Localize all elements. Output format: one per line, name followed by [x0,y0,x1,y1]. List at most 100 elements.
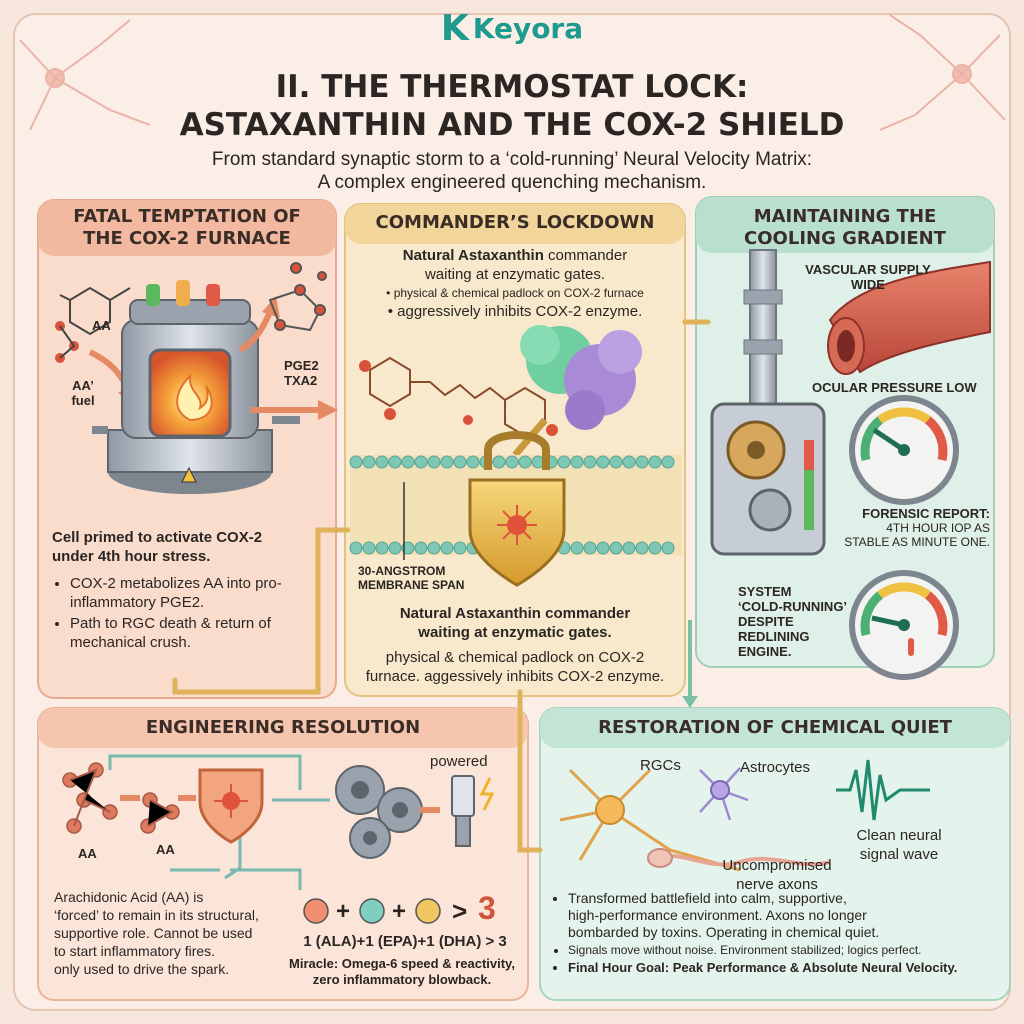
furnace-panel-title: FATAL TEMPTATION OF THE COX-2 FURNACE [38,206,336,250]
title-line-1: II. THE THERMOSTAT LOCK: [275,69,749,105]
membrane-line-1: 30-ANGSTROM [358,564,446,578]
ocular-label: OCULAR PRESSURE LOW [812,380,977,395]
lipid-head [518,455,532,469]
lipid-head [349,455,363,469]
lockdown-intro-line-2: waiting at enzymatic gates. [424,266,606,283]
lipid-head [661,541,675,555]
lipid-head [375,541,389,555]
mini-shield [198,768,264,844]
lockdown-panel-title: COMMANDER’S LOCKDOWN [375,212,655,233]
lipid-head [349,541,363,555]
resolution-desc-line-3: supportive role. Cannot be used [54,925,253,941]
membrane-span-label: 30-ANGSTROM MEMBRANE SPAN [358,564,478,592]
pge2-text: PGE2 [284,358,319,373]
system-line-5: ENGINE. [738,644,792,659]
system-line-4: REDLINING [738,629,810,644]
lockdown-intro-rest: commander [543,247,628,264]
cooling-panel-title: MAINTAINING THE COOLING GRADIENT [696,206,994,250]
lipid-head [609,541,623,555]
powered-label: powered [430,753,488,770]
lockdown-bottom-bold: Natural Astaxanthin commander waiting at… [355,604,675,642]
lipid-head [492,455,506,469]
furnace-title-line-2: THE COX-2 FURNACE [83,228,291,249]
plus-sign-2: + [392,898,407,925]
lipid-head [453,455,467,469]
resolution-desc-line-2: ‘forced’ to remain in its structural, [54,907,259,923]
pge2-molecule [268,262,327,332]
membrane-heads-top [349,455,675,469]
lipid-head [414,455,428,469]
lipid-head [557,455,571,469]
furnace-lead-line-1: Cell primed to activate COX-2 [52,529,263,546]
furnace-bullet-1: COX-2 metabolizes AA into pro-inflammato… [70,574,330,612]
lipid-head [401,541,415,555]
lipid-head [440,455,454,469]
lipid-head [427,541,441,555]
lipid-head [648,455,662,469]
furnace-lead: Cell primed to activate COX-2 under 4th … [52,528,330,566]
logo-name: Keyora [472,12,584,45]
lipid-head [583,541,597,555]
restoration-bullet-1-line-1: Transformed battlefield into calm, suppo… [568,890,847,906]
lockdown-bottom-bold-line-2: waiting at enzymatic gates. [418,624,612,641]
coolant-pipe [743,249,783,411]
clean-signal-line-2: signal wave [859,846,939,863]
gears [335,765,423,859]
aa-fuel-label: AA’ fuel [58,378,108,408]
cox2-furnace [92,280,300,494]
furnace-bullets: COX-2 metabolizes AA into pro-inflammato… [52,574,330,654]
lipid-head [440,541,454,555]
lipid-head [453,541,467,555]
resolution-desc-line-4: to start inflammatory fires. [54,943,216,959]
spark-plug [451,775,495,847]
aa-fuel-line-1: AA’ [72,378,94,393]
resolution-desc-line-1: Arachidonic Acid (AA) is [54,889,204,905]
restoration-bullet-1: Transformed battlefield into calm, suppo… [568,890,1018,941]
resolution-panel-title: ENGINEERING RESOLUTION [145,717,421,738]
lockdown-intro-bold: Natural Astaxanthin [402,247,544,264]
page-title: II. THE THERMOSTAT LOCK: ASTAXANTHIN AND… [0,68,1024,144]
lipid-head [427,455,441,469]
txa2-text: TXA2 [284,373,318,388]
omega-dots [303,898,441,924]
resolution-flow-lines [108,754,330,880]
restoration-bullet-1-line-3: bombarded by toxins. Operating in chemic… [568,924,880,940]
vascular-label: VASCULAR SUPPLY WIDE [788,262,948,292]
lipid-head [635,541,649,555]
title-line-2: ASTAXANTHIN AND THE COX-2 SHIELD [179,107,845,143]
aa-molecule-left [55,286,131,363]
lipid-head [466,455,480,469]
clean-signal-line-1: Clean neural [856,827,942,844]
lockdown-bottom-line-1: physical & chemical padlock on COX-2 [385,649,645,666]
lipid-head [622,455,636,469]
clean-signal-label: Clean neural signal wave [844,826,954,864]
restoration-bullet-1-line-2: high-performance environment. Axons no l… [568,907,867,923]
restoration-bullet-3: Final Hour Goal: Peak Performance & Abso… [568,959,1018,976]
lipid-head [414,541,428,555]
lipid-head [388,455,402,469]
pge2-label: PGE2 TXA2 [284,358,319,388]
forensic-line-1: 4TH HOUR IOP AS [886,521,990,535]
lipid-head [505,455,519,469]
astrocyte [699,767,749,821]
miracle-line-2: zero inflammatory blowback. [312,972,492,987]
connector-lines [172,319,711,853]
lockdown-bottom-text: physical & chemical padlock on COX-2 fur… [355,648,675,686]
subtitle-line-1: From standard synaptic storm to a ‘cold-… [211,149,813,170]
lipid-head [596,455,610,469]
logo-mark-icon: K [440,8,469,49]
resolution-description: Arachidonic Acid (AA) is ‘forced’ to rem… [54,888,304,978]
resolution-desc-line-5: only used to drive the spark. [54,961,230,977]
lipid-head [596,541,610,555]
lipid-head [648,541,662,555]
result-three: 3 [478,890,496,926]
subtitle-line-2: A complex engineered quenching mechanism… [317,172,707,193]
engine-box [710,402,826,556]
lockdown-bullet-2: • aggressively inhibits COX-2 enzyme. [387,303,643,320]
lockdown-bottom-bold-line-1: Natural Astaxanthin commander [399,605,631,622]
lipid-head [583,455,597,469]
lipid-head [622,541,636,555]
system-line-3: DESPITE [738,614,794,629]
